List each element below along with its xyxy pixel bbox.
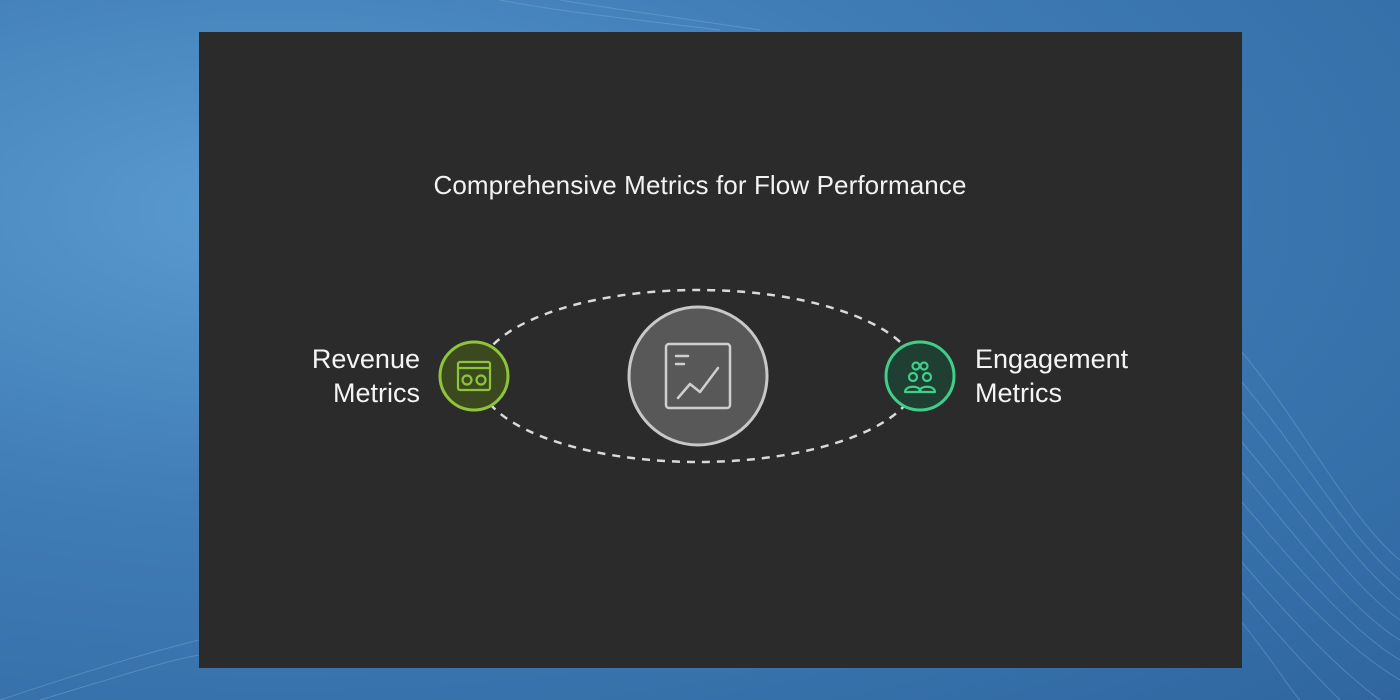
people-engagement-icon <box>903 361 937 394</box>
engagement-node <box>884 340 956 412</box>
diagram-title: Comprehensive Metrics for Flow Performan… <box>433 170 967 200</box>
revenue-node <box>438 340 510 412</box>
revenue-label-line1: Revenue <box>311 344 420 374</box>
revenue-metrics-label: Revenue Metrics <box>240 342 420 410</box>
engagement-label-line1: Engagement <box>975 344 1129 374</box>
engagement-label-line2: Metrics <box>975 378 1062 408</box>
center-node <box>627 305 769 447</box>
engagement-metrics-label: Engagement Metrics <box>975 342 1195 410</box>
revenue-dashboard-icon <box>456 360 492 392</box>
revenue-label-line2: Metrics <box>333 378 420 408</box>
chart-trend-icon <box>664 342 732 410</box>
